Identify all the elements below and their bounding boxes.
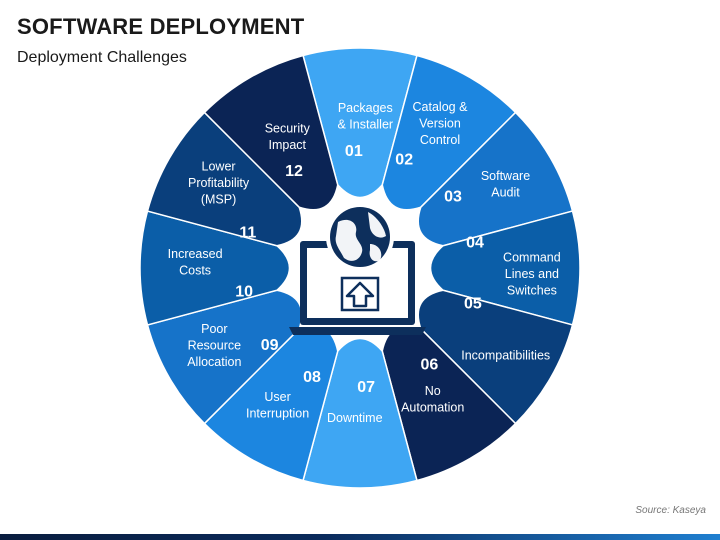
segment-label: Downtime (327, 411, 383, 425)
source-note: Source: Kaseya (635, 505, 706, 516)
segment-shape (203, 54, 339, 211)
laptop-globe-upload-icon (289, 203, 426, 335)
segment-number: 03 (444, 188, 462, 205)
slide-title: SOFTWARE DEPLOYMENT (17, 14, 305, 39)
segment-label: Incompatibilities (461, 349, 550, 363)
segment-number: 04 (466, 234, 484, 251)
segment-number: 09 (261, 337, 279, 354)
segment-number: 01 (345, 143, 363, 160)
segment-number: 02 (395, 152, 413, 169)
slide-subtitle: Deployment Challenges (17, 49, 187, 66)
bottom-accent-bar (0, 534, 720, 540)
segment-number: 05 (464, 295, 482, 312)
segment-number: 10 (235, 284, 253, 301)
segment-number: 06 (420, 356, 438, 373)
segment-number: 12 (285, 163, 303, 180)
segment-label: Packages& Installer (338, 101, 394, 131)
segment-number: 08 (303, 369, 321, 386)
segment-number: 11 (239, 225, 256, 242)
segment-number: 07 (357, 379, 375, 396)
